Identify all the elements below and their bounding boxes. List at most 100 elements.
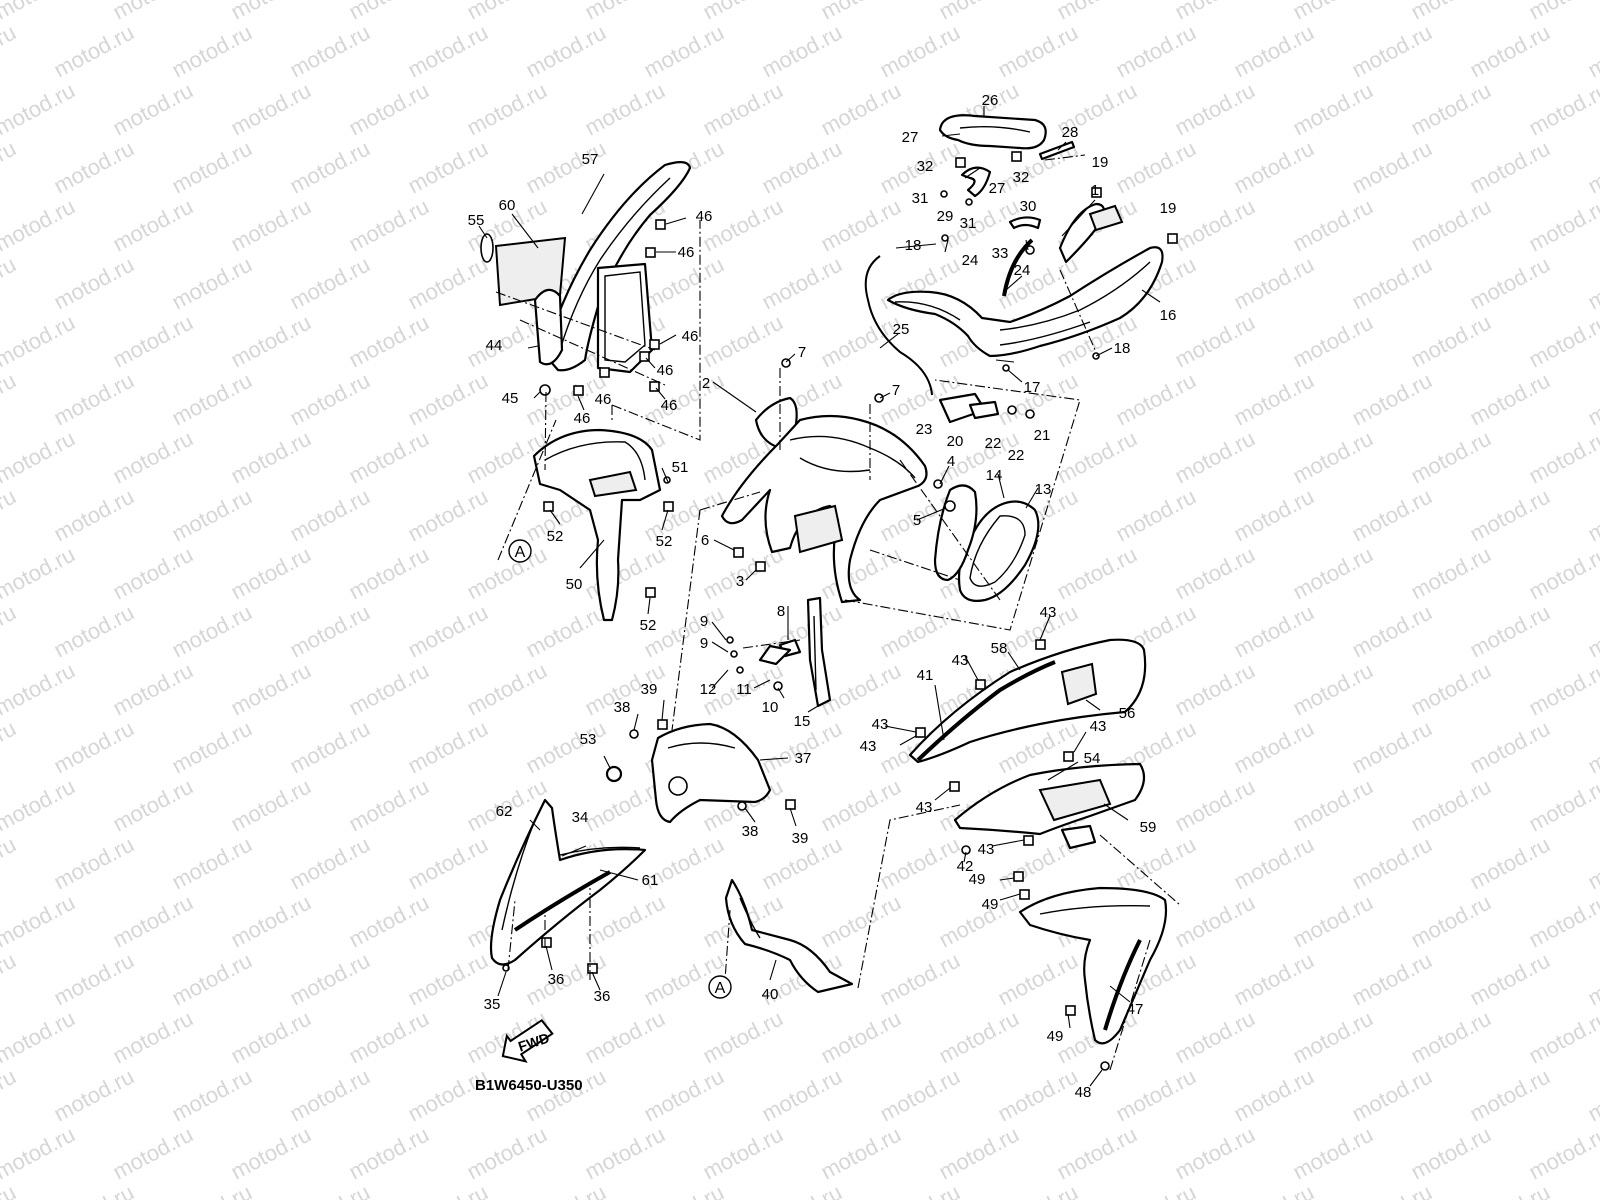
watermark-text: motod.ru (1112, 20, 1200, 83)
watermark-text: motod.ru (168, 484, 256, 547)
watermark-text: motod.ru (1466, 1064, 1554, 1127)
watermark-text: motod.ru (1289, 658, 1377, 721)
watermark-text: motod.ru (758, 136, 846, 199)
watermark-text: motod.ru (1525, 78, 1600, 141)
watermark-text: motod.ru (1348, 136, 1436, 199)
watermark-text: motod.ru (1525, 1006, 1600, 1069)
watermark-text: motod.ru (109, 774, 197, 837)
watermark-text: motod.ru (994, 20, 1082, 83)
watermark-text: motod.ru (1230, 252, 1318, 315)
watermark-text: motod.ru (50, 1180, 138, 1200)
watermark-text: motod.ru (935, 890, 1023, 953)
part-label: 24 (1014, 262, 1031, 279)
watermark-text: motod.ru (168, 136, 256, 199)
watermark-text: motod.ru (404, 948, 492, 1011)
watermark-text: motod.ru (404, 136, 492, 199)
part-label: 49 (982, 896, 999, 913)
watermark-text: motod.ru (1230, 368, 1318, 431)
part-label: 46 (661, 397, 678, 414)
part-label: 25 (893, 321, 910, 338)
watermark-text: motod.ru (1112, 1064, 1200, 1127)
watermark-text: motod.ru (1525, 310, 1600, 373)
watermark-text: motod.ru (0, 716, 20, 779)
watermark-text: motod.ru (1230, 20, 1318, 83)
part-label: 39 (641, 681, 658, 698)
part-label: 26 (982, 92, 999, 109)
part-label: 16 (1160, 307, 1177, 324)
part-label: 32 (917, 158, 934, 175)
watermark-text: motod.ru (1171, 1006, 1259, 1069)
watermark-text: motod.ru (1171, 658, 1259, 721)
part-label: 20 (947, 433, 964, 450)
watermark-text: motod.ru (227, 658, 315, 721)
watermark-text: motod.ru (109, 1122, 197, 1185)
watermark-text: motod.ru (1289, 1122, 1377, 1185)
part-label: 53 (580, 731, 597, 748)
watermark-text: motod.ru (1289, 1006, 1377, 1069)
watermark-text: motod.ru (463, 658, 551, 721)
watermark-text: motod.ru (286, 20, 374, 83)
part-label: 38 (614, 699, 631, 716)
part-37-housing (650, 722, 772, 824)
watermark-text: motod.ru (1584, 716, 1600, 779)
watermark-text: motod.ru (227, 890, 315, 953)
watermark-text: motod.ru (758, 252, 846, 315)
watermark-text: motod.ru (1407, 658, 1495, 721)
part-2-inner-frame (720, 396, 928, 604)
watermark-text: motod.ru (1584, 832, 1600, 895)
part-26-pad (938, 114, 1047, 150)
watermark-text: motod.ru (1289, 194, 1377, 257)
watermark-text: motod.ru (109, 194, 197, 257)
watermark-text: motod.ru (286, 832, 374, 895)
part-29-clip (960, 166, 992, 198)
fasteners-layer (502, 151, 1178, 1071)
watermark-text: motod.ru (345, 774, 433, 837)
part-label: 45 (502, 390, 519, 407)
part-label: 60 (499, 197, 516, 214)
part-label: 31 (960, 215, 977, 232)
watermark-text: motod.ru (1466, 20, 1554, 83)
part-label: 43 (916, 799, 933, 816)
watermark-text: motod.ru (50, 832, 138, 895)
watermark-text: motod.ru (1289, 542, 1377, 605)
watermark-text: motod.ru (345, 542, 433, 605)
part-label: 9 (700, 635, 708, 652)
part-label: 21 (1034, 427, 1051, 444)
watermark-text: motod.ru (345, 1122, 433, 1185)
watermark-text: motod.ru (0, 948, 20, 1011)
watermark-text: motod.ru (0, 1180, 20, 1200)
part-label: 46 (574, 410, 591, 427)
part-label: 32 (1013, 169, 1030, 186)
part-label: 23 (916, 421, 933, 438)
watermark-text: motod.ru (640, 1180, 728, 1200)
watermark-text: motod.ru (1407, 1122, 1495, 1185)
watermark-text: motod.ru (1348, 484, 1436, 547)
watermark-text: motod.ru (1466, 484, 1554, 547)
watermark-text: motod.ru (1289, 774, 1377, 837)
watermark-text: motod.ru (109, 78, 197, 141)
watermark-text: motod.ru (876, 1180, 964, 1200)
watermark-text: motod.ru (463, 0, 551, 24)
part-label: 24 (962, 252, 979, 269)
part-label: 19 (1092, 154, 1109, 171)
watermark-text: motod.ru (345, 78, 433, 141)
watermark-text: motod.ru (168, 252, 256, 315)
watermark-text: motod.ru (1171, 310, 1259, 373)
watermark-text: motod.ru (1230, 600, 1318, 663)
watermark-text: motod.ru (1230, 484, 1318, 547)
watermark-text: motod.ru (404, 252, 492, 315)
watermark-text: motod.ru (817, 774, 905, 837)
watermark-text: motod.ru (1289, 426, 1377, 489)
watermark-text: motod.ru (876, 20, 964, 83)
leader-lines (478, 106, 1161, 1087)
watermark-text: motod.ru (345, 890, 433, 953)
part-label: 3 (736, 573, 744, 590)
watermark-text: motod.ru (935, 1122, 1023, 1185)
watermark-text: motod.ru (1584, 252, 1600, 315)
watermark-text: motod.ru (1584, 20, 1600, 83)
watermark-text: motod.ru (817, 78, 905, 141)
watermark-text: motod.ru (404, 484, 492, 547)
part-56-right-panel (908, 638, 1147, 764)
part-label: 36 (548, 971, 565, 988)
part-label: 52 (547, 528, 564, 545)
